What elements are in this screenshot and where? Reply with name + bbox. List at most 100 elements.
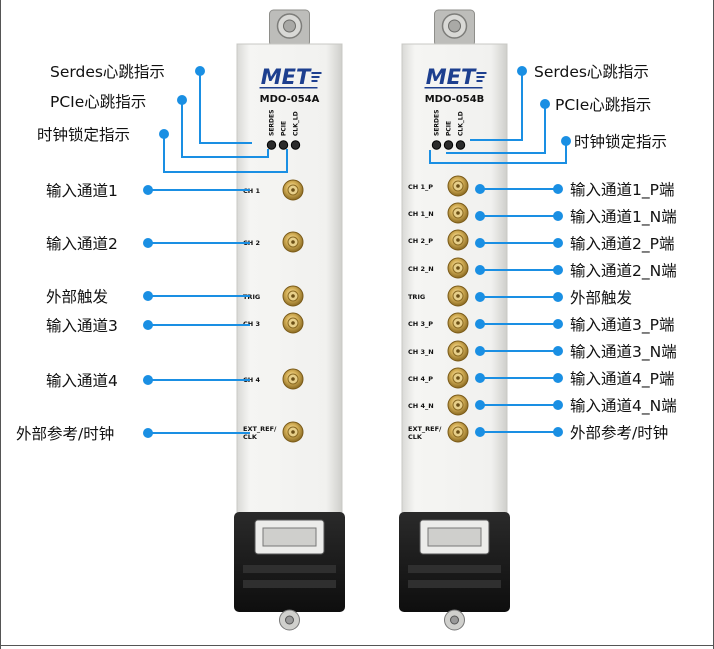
dot-b-port-end (553, 319, 563, 329)
module-b-sma-connector-pin (456, 211, 460, 215)
module-b-sma-connector-pin (456, 266, 460, 270)
module-a-top-screw-head (283, 19, 296, 33)
module-b-led-label: PCIE (446, 121, 453, 136)
callout-a-clk-lock: 时钟锁定指示 (37, 126, 131, 144)
module-a-port-label: EXT_REF/ (243, 425, 277, 433)
dot-b-port-start (475, 265, 485, 275)
dot-b-port-end (553, 346, 563, 356)
dot-b-port-start (475, 346, 485, 356)
module-a-led-label: SERDES (269, 110, 276, 136)
module-a-bottom-screw-head (285, 615, 294, 625)
dot-b-port-end (553, 211, 563, 221)
module-b-sma-connector-pin (456, 294, 460, 298)
dot-a-port (143, 291, 153, 301)
module-b-logo-text: MET (426, 65, 477, 89)
module-b-led-indicator-icon (431, 140, 442, 150)
module-a-front-panel (236, 43, 343, 515)
module-a-port-label: TRIG (243, 293, 260, 301)
module-a-handle-latch (262, 527, 317, 547)
callout-b-pcie: PCIe心跳指示 (555, 96, 652, 114)
dot-b-port-start (475, 238, 485, 248)
dot-a-serdes (195, 66, 205, 76)
module-b-sma-connector-pin (456, 430, 460, 434)
dot-a-clk (159, 129, 169, 139)
callout-b-trig: 外部触发 (570, 289, 633, 307)
callout-b-ch4p: 输入通道4_P端 (570, 370, 675, 388)
dot-b-clk (561, 136, 571, 146)
callout-a-ext-ref: 外部参考/时钟 (16, 425, 115, 443)
module-b-bottom-screw-head (450, 615, 459, 625)
module-b-sma-connector-pin (456, 238, 460, 242)
callout-a-serdes: Serdes心跳指示 (50, 63, 165, 81)
frame-bottom-edge (0, 645, 714, 646)
module-b-logo-stripe (476, 76, 485, 78)
module-b-port-label: CH 2_P (408, 237, 433, 245)
module-b-led-label: SERDES (434, 110, 441, 136)
module-b-handle-latch (427, 527, 482, 547)
dot-b-port-end (553, 238, 563, 248)
callout-a-ch2: 输入通道2 (46, 235, 118, 253)
callout-a-pcie: PCIe心跳指示 (50, 93, 147, 111)
dot-b-pcie (540, 99, 550, 109)
callout-b-ch3p: 输入通道3_P端 (570, 316, 675, 334)
dot-b-serdes (517, 66, 527, 76)
callout-b-serdes: Serdes心跳指示 (534, 63, 649, 81)
dot-b-port-end (553, 184, 563, 194)
module-a-sma-connector-pin (291, 240, 295, 244)
module-b-port-label: TRIG (408, 293, 425, 301)
dot-a-port (143, 428, 153, 438)
dot-b-port-end (553, 400, 563, 410)
module-a-port-label: CH 4 (243, 376, 260, 384)
module-b-port-label: CH 1_P (408, 183, 433, 191)
module-a-model-label: MDO-054A (260, 94, 320, 105)
module-a-logo-stripe (311, 72, 322, 74)
module-b-led-indicator-icon (455, 140, 466, 150)
dot-a-port (143, 238, 153, 248)
dot-b-port-start (475, 211, 485, 221)
module-b-sma-connector-pin (456, 321, 460, 325)
module-a-led-label: PCIE (281, 121, 288, 136)
module-a-led-indicator-icon (266, 140, 277, 150)
module-a-led-label: CLK_LD (293, 111, 300, 136)
module-b-port-label: CH 2_N (408, 265, 434, 273)
dot-b-port-end (553, 292, 563, 302)
module-b-led-label: CLK_LD (458, 111, 465, 136)
callout-b-ch1n: 输入通道1_N端 (570, 208, 677, 226)
dot-b-port-start (475, 427, 485, 437)
callout-b-ch2p: 输入通道2_P端 (570, 235, 675, 253)
module-b-logo-stripe (476, 72, 487, 74)
dot-a-port (143, 320, 153, 330)
module-b-logo-underline (424, 87, 483, 89)
callout-a-ch1: 输入通道1 (46, 182, 118, 200)
dot-b-port-start (475, 400, 485, 410)
dot-b-port-start (475, 319, 485, 329)
module-b-handle-ridge (408, 565, 501, 573)
leader-a-pcie (181, 100, 269, 158)
module-b-sma-connector-pin (456, 376, 460, 380)
module-a-logo-underline (259, 87, 318, 89)
module-a-handle-ridge (243, 580, 336, 588)
dot-b-port-start (475, 373, 485, 383)
module-a-port-label: CLK (243, 433, 258, 441)
module-b-front-panel (401, 43, 508, 515)
module-a-sma-connector-pin (291, 430, 295, 434)
module-b-port-label: CH 3_N (408, 348, 434, 356)
module-b-port-label: CH 3_P (408, 320, 433, 328)
callout-b-ch1p: 输入通道1_P端 (570, 181, 675, 199)
callout-b-ch4n: 输入通道4_N端 (570, 397, 677, 415)
callout-b-ext-ref: 外部参考/时钟 (570, 424, 669, 442)
leader-b-clk (429, 141, 567, 164)
module-b-handle-ridge (408, 580, 501, 588)
module-a-led-indicator-icon (278, 140, 289, 150)
dot-b-port-end (553, 373, 563, 383)
leader-a-serdes (199, 71, 252, 144)
module-b-port-label: EXT_REF/ (408, 425, 442, 433)
frame-left-edge (0, 0, 1, 649)
module-a-logo-text: MET (261, 65, 312, 89)
dot-b-port-start (475, 292, 485, 302)
dot-a-pcie (177, 95, 187, 105)
callout-a-ch3: 输入通道3 (46, 317, 118, 335)
module-b-sma-connector-pin (456, 184, 460, 188)
